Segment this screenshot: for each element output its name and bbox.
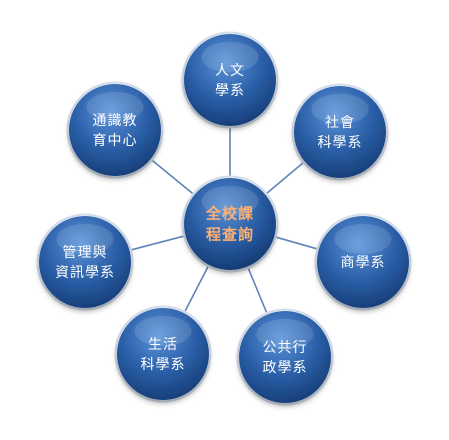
node-ring: [181, 31, 279, 129]
node-label-line: 管理與: [63, 245, 108, 261]
node-label-line: 社會: [325, 115, 355, 131]
node-label-line: 育中心: [93, 133, 138, 149]
node-label-line: 通識教: [93, 113, 138, 129]
node-gloss: [56, 223, 114, 255]
node-circle: [117, 308, 209, 400]
node-business[interactable]: 商學系: [314, 213, 412, 311]
node-gloss: [201, 41, 259, 73]
node-ring: [291, 83, 389, 181]
connector-mis: [131, 235, 184, 251]
node-ring: [181, 175, 279, 273]
node-circle: [294, 86, 386, 178]
node-gloss: [134, 315, 192, 347]
node-label-line: 程查詢: [206, 226, 254, 244]
node-label-line: 全校課: [205, 205, 254, 223]
node-label-line: 公共行: [263, 340, 308, 356]
node-ring: [236, 308, 334, 406]
node-gloss: [256, 318, 314, 350]
connector-business: [275, 236, 318, 250]
node-gloss: [86, 91, 144, 123]
connector-public-admin: [247, 268, 268, 313]
node-ring: [114, 305, 212, 403]
node-circle: [184, 178, 276, 270]
node-label-line: 資訊學系: [55, 265, 115, 281]
connectors: [131, 128, 318, 313]
node-label-line: 科學系: [318, 135, 363, 151]
node-circle: [239, 311, 331, 403]
node-ring: [314, 213, 412, 311]
connector-social-science: [266, 162, 304, 194]
node-label-line: 人文: [215, 63, 245, 79]
node-gloss: [311, 93, 369, 125]
node-ring: [66, 81, 164, 179]
node-circle: [184, 34, 276, 126]
node-label-line: 科學系: [141, 357, 186, 373]
node-label-line: 政學系: [263, 360, 308, 376]
connector-life-science: [184, 266, 209, 312]
connector-general-education: [151, 159, 194, 195]
node-circle: [69, 84, 161, 176]
node-label-line: 生活: [148, 337, 178, 353]
node-label-line: 商學系: [341, 255, 386, 271]
node-gloss: [334, 223, 392, 255]
node-ring: [36, 213, 134, 311]
node-circle: [39, 216, 131, 308]
node-label-line: 學系: [215, 83, 245, 99]
node-circle: [317, 216, 409, 308]
node-gloss: [201, 185, 259, 217]
